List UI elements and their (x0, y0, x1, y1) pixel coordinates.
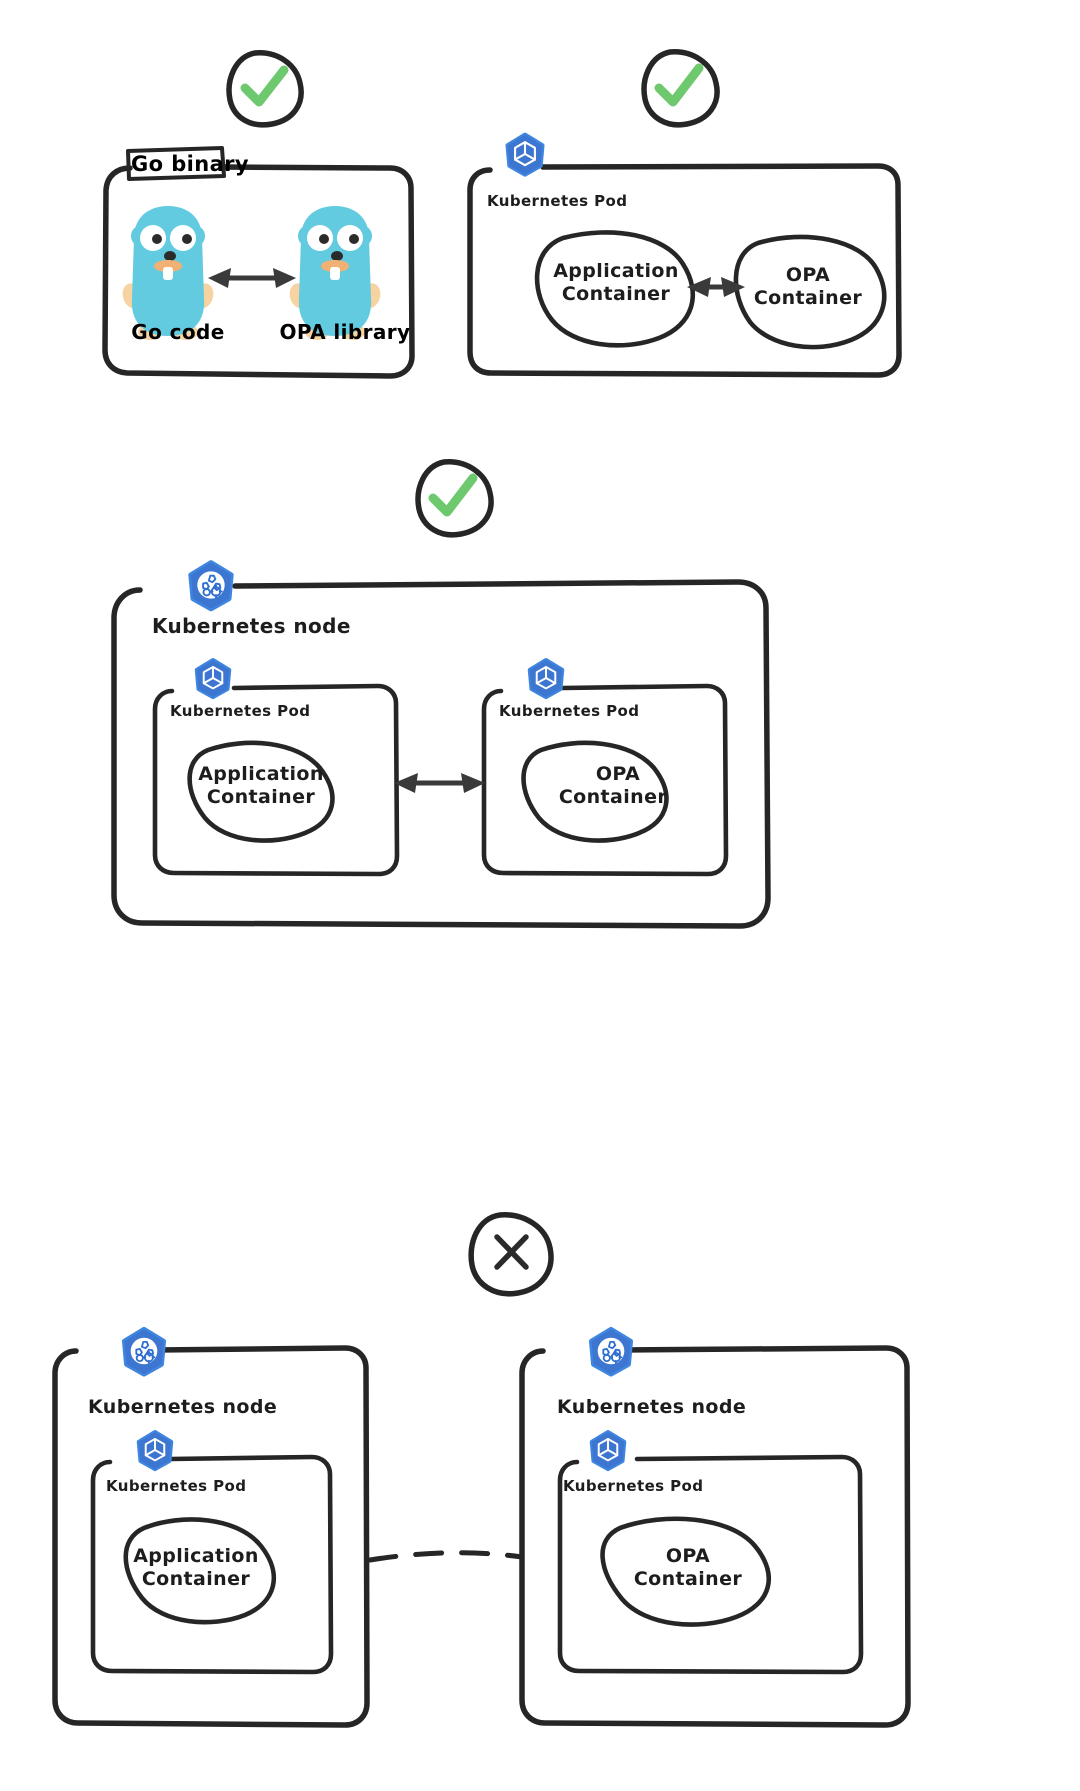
kubernetes-pod-box (557, 1454, 864, 1675)
kubernetes-pod-icon (508, 135, 543, 175)
kubernetes-node-icon (191, 563, 231, 609)
kubernetes-pod-box (152, 683, 400, 877)
check-circle-icon (415, 459, 494, 538)
kubernetes-pod-label: Kubernetes Pod (106, 1477, 246, 1495)
opa-container-label-line1: OPA (786, 264, 830, 286)
opa-container-shape (733, 234, 887, 350)
kubernetes-node-box (519, 1345, 911, 1728)
go-binary-tag-label: Go binary (131, 152, 249, 176)
go-code-label: Go code (131, 320, 225, 344)
kubernetes-pod-icon (197, 660, 229, 697)
opa-container-label-line1: OPA (596, 763, 640, 785)
go-binary-tag (126, 146, 226, 181)
opa-container-label-line2: Container (634, 1568, 743, 1590)
kubernetes-node-label: Kubernetes node (557, 1396, 746, 1418)
opa-library-label: OPA library (279, 320, 411, 344)
kubernetes-pod-icon (530, 660, 562, 697)
kubernetes-pod-label: Kubernetes Pod (499, 702, 639, 720)
kubernetes-pod-box (90, 1454, 334, 1675)
kubernetes-pod-label: Kubernetes Pod (487, 192, 627, 210)
bidirectional-arrow (394, 773, 485, 793)
kubernetes-node-label: Kubernetes node (88, 1396, 277, 1418)
x-circle-icon (468, 1212, 554, 1297)
application-container-label-line1: Application (553, 260, 679, 282)
application-container-label-line2: Container (562, 283, 671, 305)
kubernetes-node-box (52, 1345, 370, 1728)
kubernetes-pod-box (481, 683, 729, 877)
application-container-label-line2: Container (142, 1568, 251, 1590)
panel-sidecar-same-pod: Kubernetes Pod Application Container OPA… (467, 49, 902, 378)
go-binary-box (102, 164, 415, 379)
check-circle-icon (641, 49, 720, 128)
go-gopher-icon (289, 206, 381, 340)
kubernetes-node-box (111, 579, 771, 929)
application-container-label-line1: Application (198, 763, 324, 785)
kubernetes-pod-icon (592, 1432, 624, 1469)
bidirectional-arrow (208, 268, 296, 288)
application-container-label-line2: Container (207, 786, 316, 808)
check-circle-icon (226, 50, 304, 128)
opa-library-label-wrap: OPA library (275, 320, 415, 344)
application-container-shape (534, 230, 696, 348)
panel-same-node-two-pods: Kubernetes node Kubernetes Pod Applicati… (111, 459, 771, 929)
go-binary-tag-label-wrap: Go binary (131, 150, 249, 178)
panel-go-library (102, 50, 415, 379)
kubernetes-pod-icon (139, 1432, 171, 1469)
kubernetes-pod-label: Kubernetes Pod (563, 1477, 703, 1495)
application-container-label-line1: Application (133, 1545, 259, 1567)
kubernetes-pod-label: Kubernetes Pod (170, 702, 310, 720)
go-code-label-wrap: Go code (118, 320, 238, 344)
application-container-shape (187, 740, 335, 843)
kubernetes-pod-box (467, 163, 902, 378)
dashed-connector (367, 1550, 525, 1563)
opa-container-label-line2: Container (559, 786, 668, 808)
kubernetes-node-label: Kubernetes node (152, 614, 351, 638)
bidirectional-arrow (687, 277, 745, 297)
kubernetes-node-icon (124, 1329, 163, 1374)
go-gopher-icon (122, 206, 214, 340)
opa-container-shape (600, 1516, 772, 1627)
panel-separate-nodes: Kubernetes node Kubernetes Pod Applicati… (52, 1212, 911, 1728)
opa-container-shape (521, 740, 669, 843)
application-container-shape (123, 1517, 277, 1625)
kubernetes-node-icon (591, 1329, 630, 1374)
opa-container-label-line1: OPA (666, 1545, 710, 1567)
opa-container-label-line2: Container (754, 287, 863, 309)
